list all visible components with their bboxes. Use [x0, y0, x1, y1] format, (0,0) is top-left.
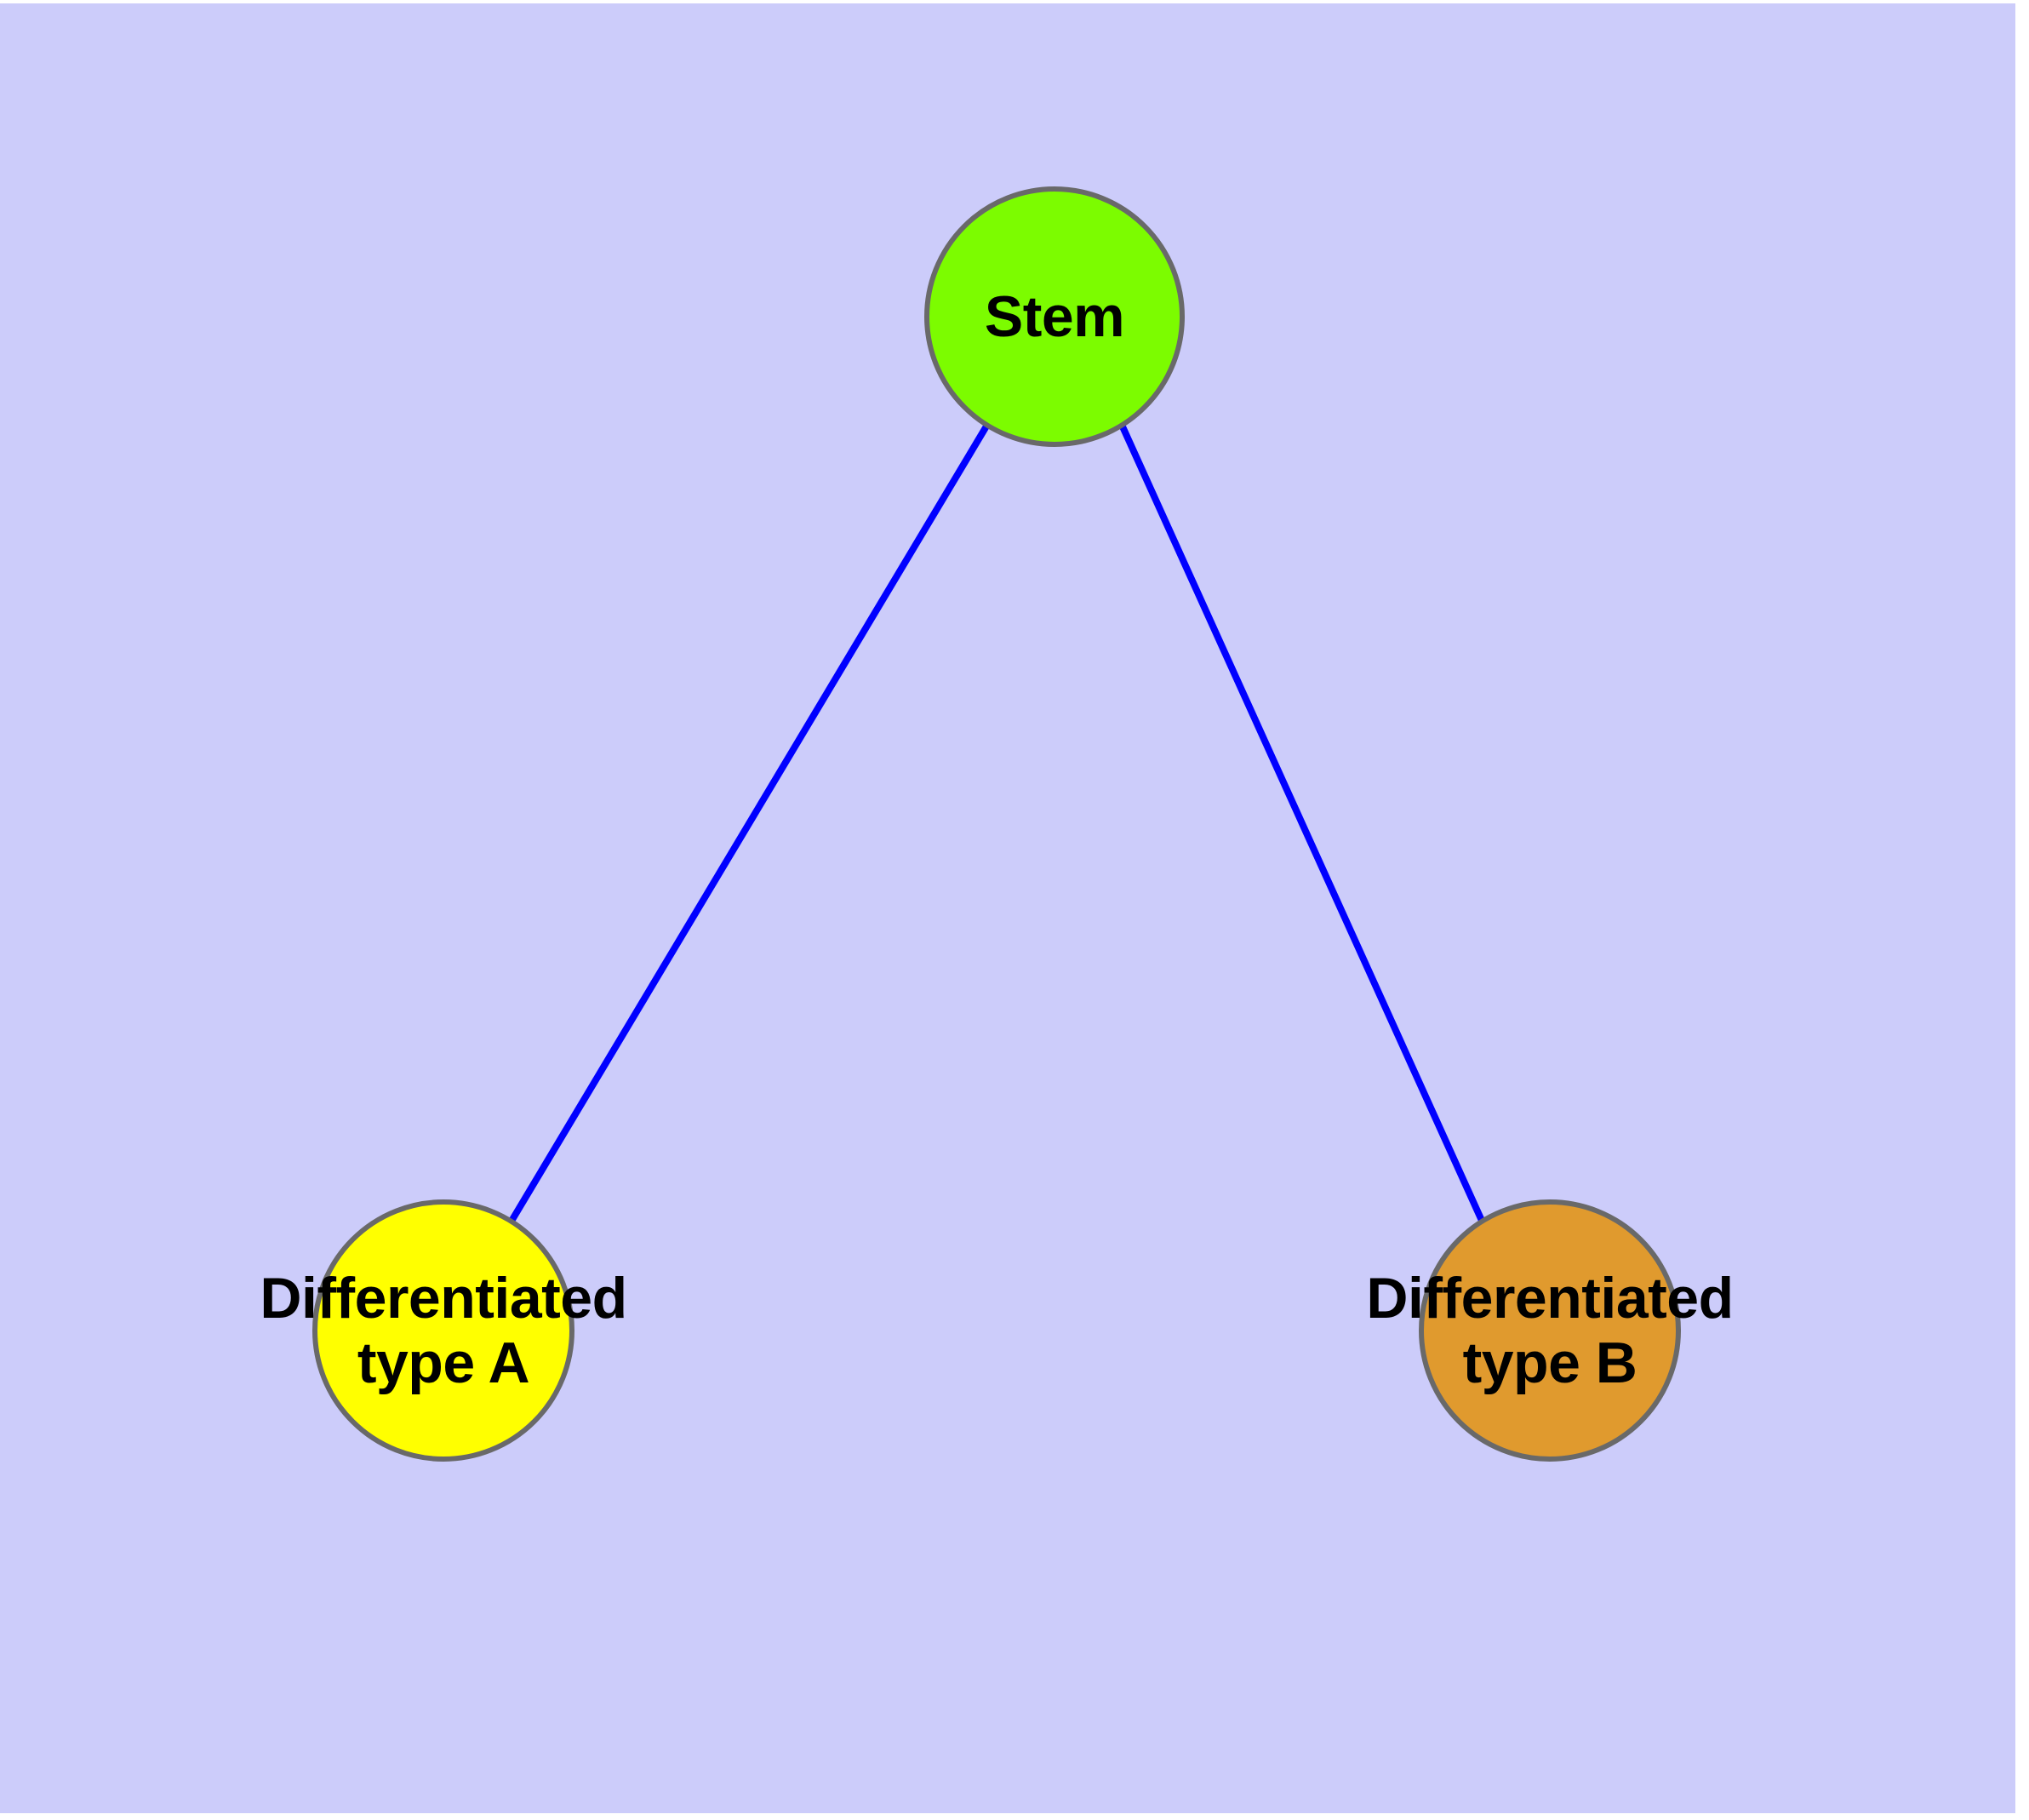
node-differentiated-type-a[interactable]	[312, 1199, 574, 1462]
node-differentiated-type-b[interactable]	[1419, 1199, 1681, 1462]
node-layer	[312, 186, 1681, 1462]
edge-layer	[507, 422, 1486, 1225]
edge-stem-to-differentiated-type-a[interactable]	[507, 422, 991, 1225]
node-stem[interactable]	[924, 186, 1185, 447]
edge-stem-to-differentiated-type-b[interactable]	[1118, 423, 1486, 1224]
